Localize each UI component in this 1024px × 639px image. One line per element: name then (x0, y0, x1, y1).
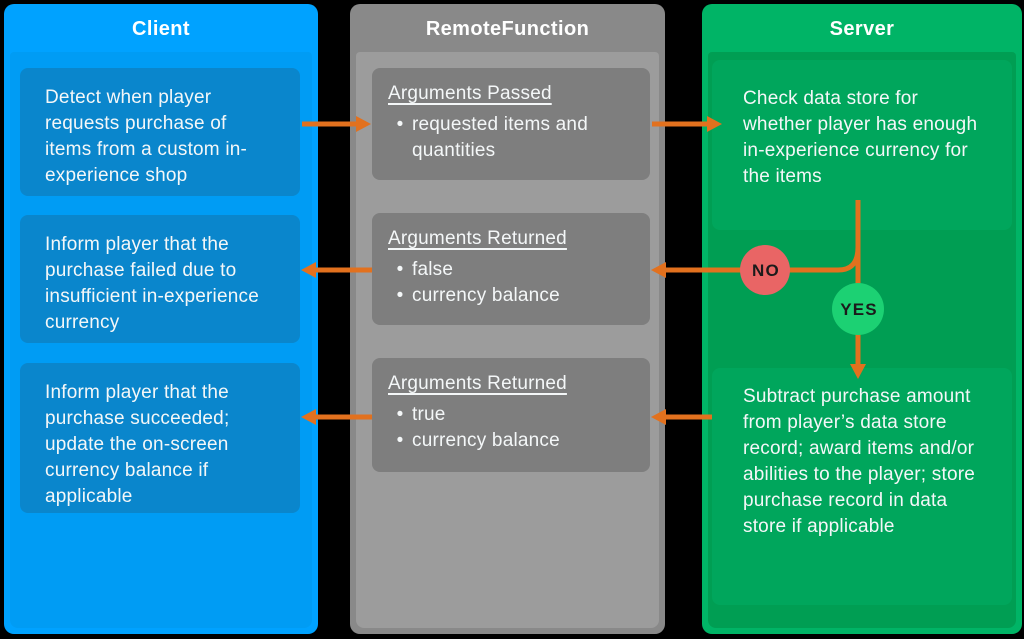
bullet-icon (388, 112, 412, 164)
bullet-icon (388, 402, 412, 428)
remote-box-arguments-returned-false: Arguments Returned false currency balanc… (372, 213, 650, 325)
server-column-title: Server (829, 18, 895, 40)
server-column: Server Check data store for whether play… (702, 4, 1022, 634)
bullet-text: true (412, 404, 446, 425)
server-step-text: Subtract purchase amount from player’s d… (743, 386, 976, 537)
client-step-text: Inform player that the purchase failed d… (45, 234, 259, 333)
client-column-title: Client (132, 18, 190, 40)
remotefunction-column: RemoteFunction Arguments Passed requeste… (350, 4, 665, 634)
client-step-text: Detect when player requests purchase of … (45, 87, 248, 186)
arguments-heading: Arguments Passed (388, 83, 552, 104)
bullet-item: false (388, 257, 630, 283)
bullet-item: true (388, 402, 630, 428)
bullet-text: false (412, 259, 454, 280)
client-step-purchase-succeeded: Inform player that the purchase succeede… (20, 363, 300, 513)
bullet-text: currency balance (412, 430, 560, 451)
bullet-item: currency balance (388, 283, 630, 309)
remote-box-arguments-returned-true: Arguments Returned true currency balance (372, 358, 650, 472)
client-step-text: Inform player that the purchase succeede… (45, 382, 230, 507)
remotefunction-column-title: RemoteFunction (425, 18, 590, 40)
bullet-item: currency balance (388, 428, 630, 454)
remote-box-arguments-passed: Arguments Passed requested items and qua… (372, 68, 650, 180)
bullet-icon (388, 283, 412, 309)
bullet-text: currency balance (412, 285, 560, 306)
server-step-check-currency: Check data store for whether player has … (712, 60, 1012, 230)
client-column: Client Detect when player requests purch… (4, 4, 318, 634)
arguments-heading: Arguments Returned (388, 373, 567, 394)
bullet-icon (388, 428, 412, 454)
client-step-purchase-failed: Inform player that the purchase failed d… (20, 215, 300, 343)
client-step-detect-purchase: Detect when player requests purchase of … (20, 68, 300, 196)
bullet-item: requested items and quantities (388, 112, 630, 164)
bullet-icon (388, 257, 412, 283)
arguments-heading: Arguments Returned (388, 228, 567, 249)
server-step-text: Check data store for whether player has … (743, 88, 978, 187)
bullet-text: requested items and quantities (412, 114, 588, 161)
server-step-subtract-award: Subtract purchase amount from player’s d… (712, 368, 1012, 605)
